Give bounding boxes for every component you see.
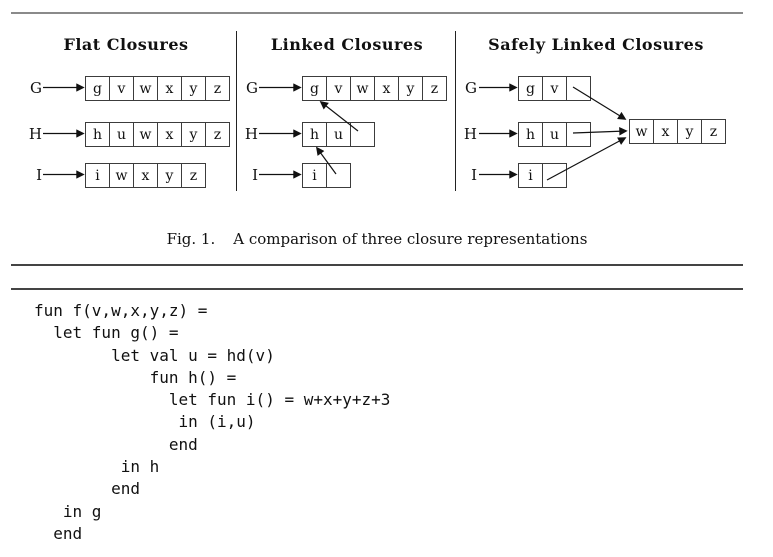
figure-caption-text: A comparison of three closure representa… — [233, 230, 588, 248]
panel-title-flat: Flat Closures — [63, 35, 189, 54]
record-cell: w — [350, 76, 375, 101]
record-cell: y — [181, 76, 206, 101]
record-cell: z — [701, 119, 726, 144]
code-separator-rule — [11, 288, 743, 290]
code-line: fun f(v,w,x,y,z) = — [34, 301, 208, 320]
closure-record-h: h u — [518, 122, 591, 147]
pointer-cell — [542, 163, 567, 188]
closure-label-g: G — [30, 79, 42, 97]
closure-label-h: H — [463, 125, 477, 143]
record-cell: x — [157, 76, 182, 101]
record-cell: y — [157, 163, 182, 188]
record-cell: v — [109, 76, 134, 101]
closure-label-i: I — [252, 166, 258, 184]
closure-label-g: G — [246, 79, 258, 97]
pointer-cell — [326, 163, 351, 188]
closure-record-i: i — [302, 163, 351, 188]
record-cell: w — [629, 119, 654, 144]
record-cell: h — [518, 122, 543, 147]
record-cell: u — [326, 122, 351, 147]
panel-title-linked: Linked Closures — [270, 35, 424, 54]
record-cell: x — [133, 163, 158, 188]
record-cell: y — [398, 76, 423, 101]
closure-record-g: g v w x y z — [85, 76, 230, 101]
top-rule — [11, 12, 743, 14]
record-cell: u — [542, 122, 567, 147]
record-cell: x — [653, 119, 678, 144]
closure-label-i: I — [36, 166, 42, 184]
record-cell: v — [542, 76, 567, 101]
record-cell: w — [133, 76, 158, 101]
record-cell: v — [326, 76, 351, 101]
closure-label-i: I — [471, 166, 477, 184]
code-line: fun h() = — [34, 367, 237, 387]
code-line: in g — [34, 501, 102, 521]
record-cell: g — [85, 76, 110, 101]
panel-divider-right — [455, 31, 456, 191]
record-cell: x — [374, 76, 399, 101]
closure-record-h: h u w x y z — [85, 122, 230, 147]
panel-divider-left — [236, 31, 237, 191]
record-cell: z — [205, 122, 230, 147]
closure-label-h: H — [28, 125, 42, 143]
code-line: end — [34, 523, 83, 543]
closure-label-g: G — [465, 79, 477, 97]
closure-record-g: g v — [518, 76, 591, 101]
figure-caption: Fig. 1. A comparison of three closure rep… — [11, 230, 743, 248]
record-cell: z — [422, 76, 447, 101]
record-cell: g — [518, 76, 543, 101]
record-cell: i — [518, 163, 543, 188]
record-cell: x — [157, 122, 182, 147]
closure-record-i: i w x y z — [85, 163, 206, 188]
pointer-cell — [566, 122, 591, 147]
code-line: let fun i() = w+x+y+z+3 — [34, 390, 391, 410]
closure-record-h: h u — [302, 122, 375, 147]
record-cell: h — [302, 122, 327, 147]
record-cell: g — [302, 76, 327, 101]
code-line: let fun g() = — [34, 323, 179, 343]
record-cell: y — [181, 122, 206, 147]
panel-title-safely-linked: Safely Linked Closures — [488, 35, 704, 54]
record-cell: i — [302, 163, 327, 188]
record-cell: z — [205, 76, 230, 101]
shared-environment-record: w x y z — [629, 119, 726, 144]
code-line: in (i,u) — [34, 412, 256, 432]
record-cell: y — [677, 119, 702, 144]
figure-caption-label: Fig. 1. — [166, 230, 216, 248]
pointer-cell — [566, 76, 591, 101]
closure-record-g: g v w x y z — [302, 76, 447, 101]
record-cell: z — [181, 163, 206, 188]
code-line: in h — [34, 457, 160, 477]
pointer-cell — [350, 122, 375, 147]
record-cell: w — [109, 163, 134, 188]
code-line: end — [34, 434, 198, 454]
record-cell: h — [85, 122, 110, 147]
closure-label-h: H — [244, 125, 258, 143]
code-line: end — [34, 479, 140, 499]
record-cell: w — [133, 122, 158, 147]
code-listing: fun f(v,w,x,y,z) = let fun g() = let val… — [34, 300, 390, 545]
code-line: let val u = hd(v) — [34, 345, 275, 365]
record-cell: u — [109, 122, 134, 147]
closure-record-i: i — [518, 163, 567, 188]
record-cell: i — [85, 163, 110, 188]
caption-separator-rule — [11, 264, 743, 266]
